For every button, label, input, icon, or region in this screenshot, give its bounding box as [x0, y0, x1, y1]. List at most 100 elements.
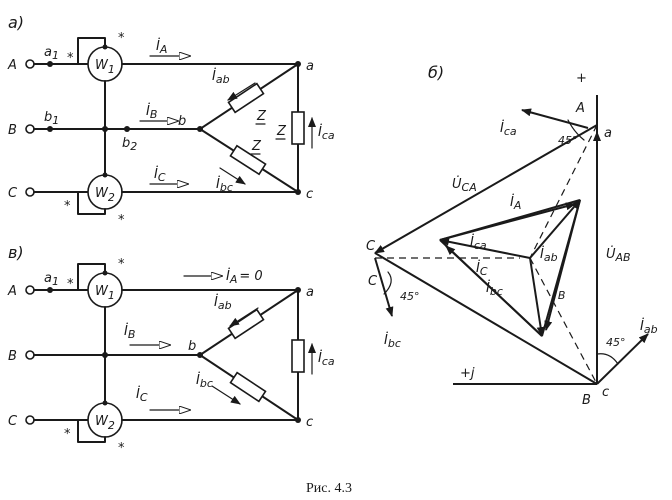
- impedance-ca: [291, 111, 305, 145]
- label-B-v: B: [8, 349, 17, 364]
- label-vertex-c-upper: C: [366, 239, 376, 254]
- node-a1: [47, 61, 53, 67]
- label-U-AB: U̇AB: [606, 247, 631, 264]
- label-I-ca-ext: İca: [500, 120, 517, 138]
- label-b2: b2: [122, 136, 137, 153]
- arc-45-bottom: [596, 353, 619, 365]
- star-w1-top: *: [118, 31, 125, 46]
- label-I-bc-ext: İbc: [384, 332, 401, 350]
- star-w2-left-v: *: [64, 427, 71, 442]
- label-45-top: 45°: [558, 134, 578, 147]
- label-I-C: İC: [154, 166, 166, 184]
- star-w1-left-v: *: [67, 277, 74, 292]
- label-I-C-phasor: İC: [476, 260, 488, 278]
- label-W1: W1: [95, 58, 115, 76]
- terminal-C: [25, 187, 35, 197]
- label-b-v: b: [188, 339, 196, 354]
- star-w2-left: *: [64, 199, 71, 214]
- label-I-A: İA: [156, 38, 167, 56]
- label-vertex-A: A: [575, 101, 585, 116]
- dashed-a-to-b: [529, 124, 598, 259]
- terminal-B-v: [25, 350, 35, 360]
- label-45-bottom: 45°: [606, 336, 626, 349]
- node-b1: [47, 126, 53, 132]
- node-a: [295, 61, 301, 67]
- label-I-ab: İab: [212, 68, 230, 86]
- label-part-a: а): [8, 13, 24, 32]
- label-I-bc: İbc: [216, 176, 233, 194]
- label-b1: b1: [44, 110, 59, 127]
- phasor-I-ca-ext: [521, 108, 589, 129]
- label-C-v: C: [8, 414, 18, 429]
- impedance-bc-v: [229, 371, 267, 403]
- label-I-B-phasor: İB: [554, 284, 565, 302]
- wire-W1-current-loop: [77, 37, 106, 65]
- arc-45-top: [567, 119, 585, 141]
- arrow-I-bc-v: [211, 385, 241, 405]
- arc-45-left: [383, 271, 392, 295]
- label-I-A-phasor: İA: [510, 194, 521, 212]
- label-part-b: б): [428, 63, 444, 82]
- phasor-I-ab-ext: [596, 333, 649, 385]
- phasor-I-bc: [529, 257, 545, 337]
- wire-W2-current-loop: [77, 191, 106, 215]
- label-C: C: [8, 186, 18, 201]
- label-b: b: [178, 114, 186, 129]
- label-I-C-v: İC: [136, 386, 148, 404]
- label-a-v: a: [306, 285, 314, 300]
- circuit-v: в) A a1 * W1 * İA= 0 B İB b C W2 *: [7, 243, 335, 456]
- figure-caption: Рис. 4.3: [306, 481, 352, 496]
- label-vertex-B: B: [582, 393, 591, 408]
- terminal-A: [25, 59, 35, 69]
- terminal-B: [25, 124, 35, 134]
- phasor-I-A: [439, 202, 576, 241]
- impedance-ab-v: [227, 308, 265, 340]
- phasor-U-BC: [374, 252, 598, 385]
- arrow-I-bc: [219, 167, 246, 185]
- arrow-I-ab-v: [229, 307, 259, 327]
- impedance-ca-v: [291, 339, 305, 373]
- terminal-A-v: [25, 285, 35, 295]
- label-I-ab-v: İab: [214, 294, 232, 312]
- circuit-a: а) A a1 * W1 * İA B b1 b2 İB b C W2: [7, 13, 335, 228]
- label-I-B-v: İB: [124, 323, 135, 341]
- phasor-I-bc-ext: [374, 257, 394, 317]
- node-a1-v: [47, 287, 53, 293]
- label-I-ca-phasor: İca: [470, 234, 487, 252]
- label-vertex-C: C: [368, 274, 378, 289]
- node-c: [295, 189, 301, 195]
- impedance-ab: [227, 82, 265, 114]
- terminal-C-v: [25, 415, 35, 425]
- label-a: a: [306, 59, 314, 74]
- star-w2-bottom-v: *: [118, 441, 125, 456]
- label-I-B: İB: [146, 103, 157, 121]
- node-b2: [124, 126, 130, 132]
- label-U-CA: U̇CA: [452, 177, 477, 194]
- label-Z-bc: Z: [251, 139, 262, 154]
- label-c-v: c: [306, 415, 313, 430]
- label-I-bc-v: İbc: [196, 372, 213, 390]
- label-plus-j: +j: [460, 366, 475, 381]
- label-W1-v: W1: [95, 284, 115, 302]
- label-a1: a1: [44, 45, 59, 62]
- label-c: c: [306, 187, 313, 202]
- label-A: A: [7, 58, 17, 73]
- label-vertex-c: c: [602, 385, 609, 400]
- phasor-I-ca: [439, 237, 531, 259]
- arrow-I-ab: [227, 82, 256, 101]
- label-Z-ca: Z: [276, 124, 287, 139]
- label-I-bc-phasor: İbc: [486, 280, 503, 298]
- label-W2: W2: [95, 186, 115, 204]
- label-I-A-zero: İA= 0: [226, 268, 263, 286]
- label-a1-v: a1: [44, 271, 59, 288]
- label-plus: +: [576, 71, 587, 86]
- label-Z-ab: Z: [256, 109, 267, 124]
- label-I-ca: İca: [318, 124, 335, 142]
- star-w2-bottom: *: [118, 213, 125, 228]
- phasor-I-C: [445, 245, 543, 337]
- label-part-v: в): [8, 243, 24, 262]
- phasor-diagram: б) + +j U̇CA U̇AB A a C C B c İA: [366, 63, 658, 408]
- label-I-ab-ext: İab: [640, 318, 658, 336]
